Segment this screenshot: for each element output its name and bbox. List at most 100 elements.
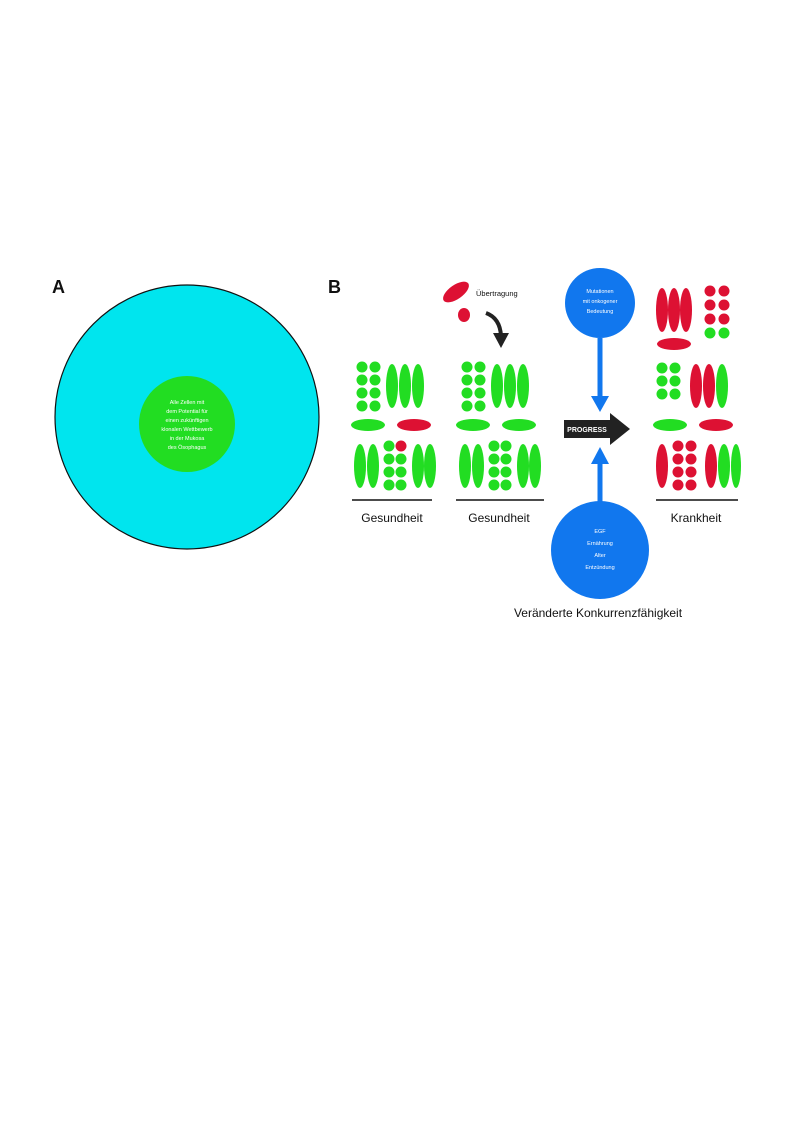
transfer-group: Übertragung (443, 281, 518, 348)
inner-text: Alle Zellen mit dem Potential für einen … (161, 400, 212, 451)
label-health-1: Gesundheit (361, 511, 423, 525)
transfer-cell-large (443, 281, 469, 303)
cell-small (669, 362, 681, 374)
progress-arrow: PROGRESS (564, 413, 630, 445)
transfer-arrowhead (493, 333, 509, 348)
cell-tall (529, 444, 541, 488)
cell-small (461, 400, 473, 412)
cell-wide (351, 419, 385, 431)
cell-small (356, 374, 368, 386)
cell-small (356, 387, 368, 399)
inner-text-line-1: Alle Zellen mit (170, 400, 205, 406)
progress-arrow-head (610, 413, 630, 445)
cell-tall (399, 364, 411, 408)
cell-wide-mutant (657, 338, 691, 350)
cell-wide-mutant (397, 419, 431, 431)
cell-tall (517, 444, 529, 488)
cell-small (500, 440, 512, 452)
tissue-disease (653, 285, 741, 491)
panel-a-letter: A (52, 277, 65, 297)
cell-tall-mutant (656, 288, 668, 332)
cell-small (488, 440, 500, 452)
environment-bubble: EGF Ernährung Alter Entzündung (551, 501, 649, 599)
cell-small (474, 387, 486, 399)
cell-small (656, 375, 668, 387)
cell-tall (517, 364, 529, 408)
cell-tall (412, 444, 424, 488)
mutation-bubble: Mutationen mit onkogener Bedeutung (565, 268, 635, 338)
transfer-cell-small (458, 308, 470, 322)
cell-small-mutant (395, 440, 407, 452)
mutation-bubble-line-2: mit onkogener (583, 299, 618, 305)
bottom-caption: Veränderte Konkurrenzfähigkeit (514, 606, 683, 620)
cell-small (383, 466, 395, 478)
cell-small (474, 374, 486, 386)
cell-small (488, 479, 500, 491)
cell-small (369, 387, 381, 399)
cell-tall-mutant (705, 444, 717, 488)
mutation-bubble-line-3: Bedeutung (587, 309, 614, 315)
cell-small (461, 361, 473, 373)
mutation-bubble-line-1: Mutationen (586, 289, 613, 295)
cell-small (656, 362, 668, 374)
environment-bubble-line-1: EGF (594, 529, 606, 535)
cell-small (500, 453, 512, 465)
cell-tall (716, 364, 728, 408)
cell-tall (386, 364, 398, 408)
cell-wide (502, 419, 536, 431)
tissue-health-2 (456, 361, 541, 491)
cell-tall-mutant (656, 444, 668, 488)
cell-small-mutant (718, 285, 730, 297)
progress-arrow-body (564, 420, 612, 438)
cell-small (474, 400, 486, 412)
cell-small (461, 374, 473, 386)
cell-small (488, 466, 500, 478)
environment-bubble-line-4: Entzündung (585, 565, 614, 571)
transfer-arrow (485, 311, 503, 337)
cell-small (383, 440, 395, 452)
mutation-bubble-circle (565, 268, 635, 338)
environment-bubble-circle (551, 501, 649, 599)
cell-small (474, 361, 486, 373)
cell-tall (731, 444, 741, 488)
cell-tall-mutant (680, 288, 692, 332)
label-disease: Krankheit (671, 511, 722, 525)
cell-small-mutant (685, 479, 697, 491)
progress-arrow-label: PROGRESS (567, 427, 607, 434)
inner-text-line-6: des Ösophagus (168, 444, 207, 451)
cell-small-mutant (672, 453, 684, 465)
cell-small (383, 479, 395, 491)
cell-small-mutant (672, 440, 684, 452)
cell-small-mutant (718, 299, 730, 311)
cell-small (356, 400, 368, 412)
cell-small (461, 387, 473, 399)
cell-small-mutant (685, 453, 697, 465)
down-arrow-head (591, 396, 609, 412)
cell-tall-mutant (690, 364, 702, 408)
cell-small-mutant (718, 313, 730, 325)
environment-bubble-line-2: Ernährung (587, 541, 613, 547)
cell-small-mutant (685, 466, 697, 478)
cell-tall (718, 444, 730, 488)
cell-small (356, 361, 368, 373)
cell-tall (367, 444, 379, 488)
cell-small (656, 388, 668, 400)
inner-text-line-3: einen zukünftigen (165, 418, 208, 424)
cell-tall (504, 364, 516, 408)
cell-wide (653, 419, 687, 431)
cell-small (369, 374, 381, 386)
cell-small (669, 388, 681, 400)
inner-circle (139, 376, 235, 472)
cell-tall (424, 444, 436, 488)
inner-text-line-5: in der Mukosa (170, 436, 205, 442)
cell-small (488, 453, 500, 465)
cell-small (383, 453, 395, 465)
transfer-label: Übertragung (476, 289, 518, 298)
cell-wide (456, 419, 490, 431)
cell-small (395, 466, 407, 478)
inner-text-line-4: klonalen Wettbewerb (161, 427, 212, 433)
cell-small (704, 327, 716, 339)
panel-a-diagram: Alle Zellen mit dem Potential für einen … (54, 284, 320, 550)
cell-small-mutant (685, 440, 697, 452)
